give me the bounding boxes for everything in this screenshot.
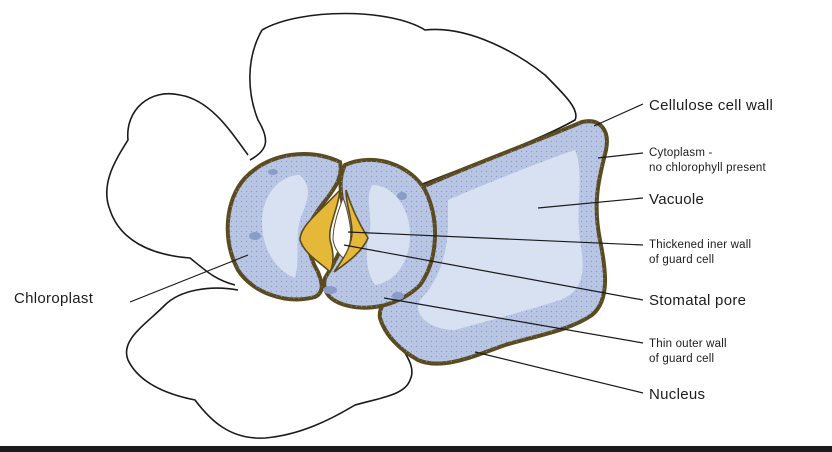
label-cellulose-cell-wall: Cellulose cell wall	[649, 97, 773, 114]
epidermal-cell-outline	[107, 94, 248, 285]
leader-line	[594, 104, 643, 126]
label-chloroplast: Chloroplast	[14, 290, 93, 307]
leader-line	[475, 352, 643, 393]
bottom-border	[0, 446, 832, 452]
leader-line	[130, 255, 248, 302]
label-vacuole: Vacuole	[649, 191, 704, 208]
chloroplast-blob	[392, 292, 404, 300]
chloroplast-blob	[268, 169, 278, 175]
epidermal-cell-outline	[126, 288, 411, 438]
label-nucleus: Nucleus	[649, 386, 705, 403]
label-thickened-inner-line2: of guard cell	[649, 253, 714, 268]
label-thin-outer-line1: Thin outer wall	[649, 337, 727, 352]
label-cytoplasm-line1: Cytoplasm -	[649, 146, 713, 161]
label-stomatal-pore: Stomatal pore	[649, 292, 746, 309]
chloroplast-blob	[249, 232, 261, 240]
label-thin-outer-line2: of guard cell	[649, 352, 714, 367]
chloroplast-blob	[323, 286, 337, 294]
label-thickened-inner-line1: Thickened iner wall	[649, 238, 751, 253]
chloroplast-blob	[397, 192, 407, 200]
label-cytoplasm-line2: no chlorophyll present	[649, 161, 766, 176]
epidermal-cell-outline	[250, 30, 266, 160]
